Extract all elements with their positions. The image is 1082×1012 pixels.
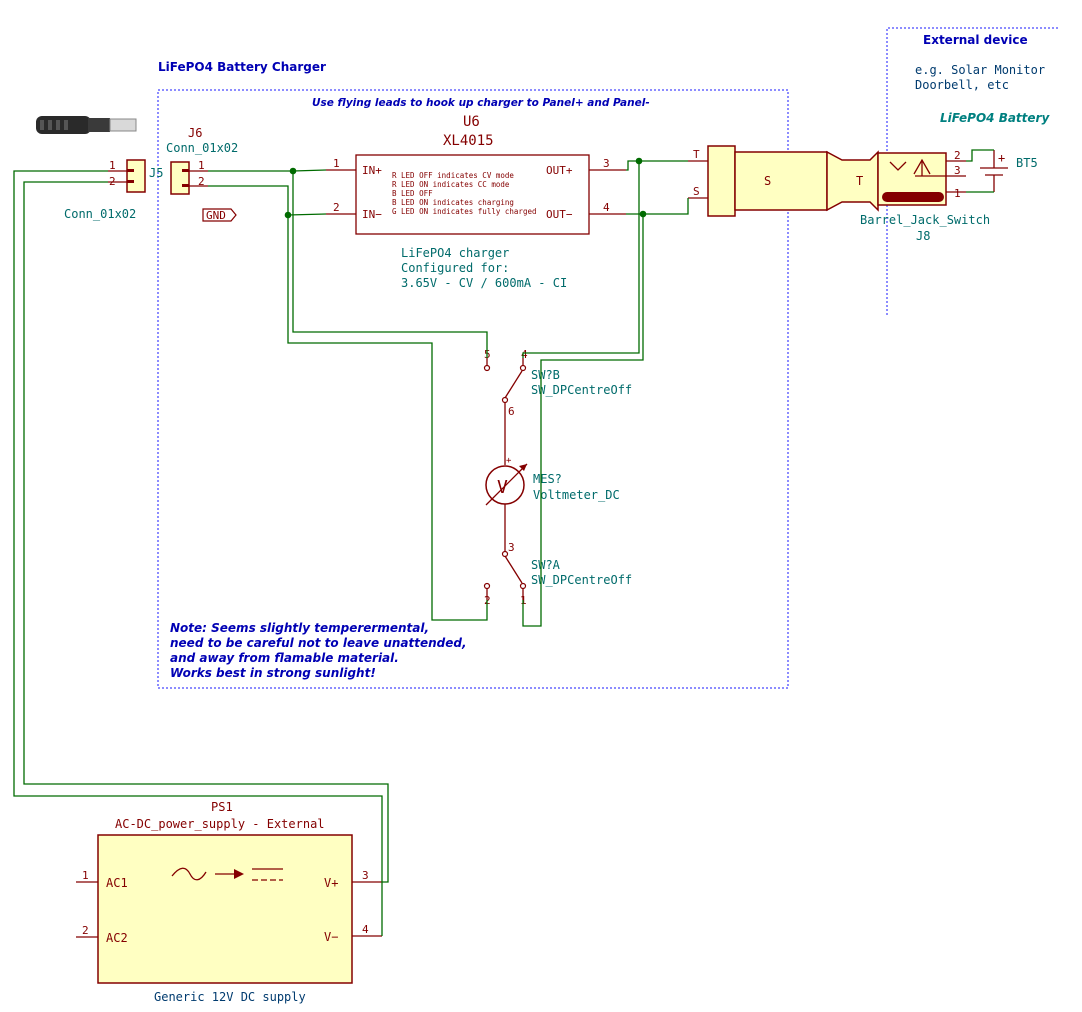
ps1-power-supply: 1 2 3 4 AC1 AC2 V+ V− PS1 AC-DC_power_su… bbox=[76, 800, 382, 1004]
swa-value: SW_DPCentreOff bbox=[531, 573, 632, 587]
battery-title: LiFePO4 Battery bbox=[940, 111, 1050, 125]
j6-value: Conn_01x02 bbox=[166, 141, 238, 155]
wire-out-plus-swb bbox=[522, 161, 640, 358]
j8-pin2: 2 bbox=[954, 149, 961, 162]
j8-pin1: 1 bbox=[954, 187, 961, 200]
ps1-ac2: AC2 bbox=[106, 931, 128, 945]
wire-out-plus-plug bbox=[626, 160, 688, 171]
wire-in-plus-swb bbox=[292, 171, 488, 358]
u6-desc1: LiFePO4 charger bbox=[401, 246, 509, 260]
external-device-desc1: e.g. Solar Monitor bbox=[915, 63, 1045, 77]
plug-s-pin: S bbox=[693, 185, 700, 198]
u6-desc2: Configured for: bbox=[401, 261, 509, 275]
wire-j8-bt5-plus bbox=[966, 149, 994, 162]
bt5-ref: BT5 bbox=[1016, 156, 1038, 170]
ps1-description: Generic 12V DC supply bbox=[154, 990, 306, 1004]
u6-out-minus: OUT− bbox=[546, 208, 573, 221]
ps1-vminus: V− bbox=[324, 930, 338, 944]
u6-led-note2: R LED ON indicates CC mode bbox=[392, 180, 510, 189]
u6-num2: 2 bbox=[333, 201, 340, 214]
swb-ref: SW?B bbox=[531, 368, 560, 382]
u6-desc3: 3.65V - CV / 600mA - CI bbox=[401, 276, 567, 290]
wire-in-minus-swa bbox=[287, 215, 488, 621]
u6-led-note3: B LED OFF bbox=[392, 189, 433, 198]
u6-led-note4: B LED ON indicates charging bbox=[392, 198, 514, 207]
switch-swb: 5 4 6 SW?B SW_DPCentreOff bbox=[483, 348, 632, 418]
wire-j6-in-minus bbox=[208, 185, 327, 216]
note-line3: and away from flamable material. bbox=[170, 651, 399, 665]
u6-num1: 1 bbox=[333, 157, 340, 170]
j6-connector: 1 2 J6 Conn_01x02 bbox=[166, 126, 238, 195]
u6-in-minus: IN− bbox=[362, 208, 382, 221]
external-device-title: External device bbox=[923, 33, 1028, 47]
wires bbox=[13, 157, 689, 936]
ps1-vplus: V+ bbox=[324, 876, 338, 890]
u6-xl4015: 1 2 3 4 IN+ IN− OUT+ OUT− R LED OFF indi… bbox=[326, 114, 626, 290]
ps1-num2: 2 bbox=[82, 924, 89, 937]
u6-num3: 3 bbox=[603, 157, 610, 170]
flying-leads-note: Use flying leads to hook up charger to P… bbox=[312, 97, 650, 109]
charger-block-border bbox=[157, 89, 789, 689]
u6-in-plus: IN+ bbox=[362, 164, 382, 177]
u6-out-plus: OUT+ bbox=[546, 164, 573, 177]
voltmeter-ref: MES? bbox=[533, 472, 562, 486]
ps1-num3: 3 bbox=[362, 869, 369, 882]
u6-led-note1: R LED OFF indicates CV mode bbox=[392, 171, 514, 180]
j8-barrel-jack: 2 3 1 Barrel_Jack_Switch J8 bbox=[860, 149, 990, 243]
j6-pin2: 2 bbox=[198, 175, 205, 188]
wire-ps1-vminus-j5 bbox=[13, 170, 383, 936]
external-device-desc2: Doorbell, etc bbox=[915, 78, 1009, 92]
j5-pin1: 1 bbox=[109, 159, 116, 172]
voltmeter-plus: + bbox=[506, 456, 512, 466]
u6-ref: U6 bbox=[463, 114, 480, 130]
charger-block-title: LiFePO4 Battery Charger bbox=[158, 60, 326, 74]
gnd-label: GND bbox=[202, 208, 237, 222]
ps1-ref: PS1 bbox=[211, 800, 233, 814]
j5-pin2: 2 bbox=[109, 175, 116, 188]
u6-num4: 4 bbox=[603, 201, 610, 214]
plug-t-pin: T bbox=[693, 148, 700, 161]
bt5-plus: + bbox=[998, 151, 1005, 165]
ps1-num4: 4 bbox=[362, 923, 369, 936]
swa-ref: SW?A bbox=[531, 558, 561, 572]
voltmeter-symbol: V bbox=[497, 477, 508, 498]
plug-tip-label: T bbox=[856, 174, 863, 188]
j5-value: Conn_01x02 bbox=[64, 207, 136, 221]
swb-pin6: 6 bbox=[508, 405, 515, 418]
j6-ref: J6 bbox=[188, 126, 202, 140]
voltmeter-value: Voltmeter_DC bbox=[533, 488, 620, 502]
u6-value: XL4015 bbox=[443, 133, 494, 149]
ps1-num1: 1 bbox=[82, 869, 89, 882]
switch-swa: 3 2 1 SW?A SW_DPCentreOff bbox=[483, 541, 632, 607]
swa-pin3: 3 bbox=[508, 541, 515, 554]
j5-ref: J5 bbox=[149, 166, 163, 180]
j8-pin3: 3 bbox=[954, 164, 961, 177]
note-line4: Works best in strong sunlight! bbox=[170, 666, 376, 680]
bt5-battery: + BT5 bbox=[980, 150, 1038, 192]
ps1-value: AC-DC_power_supply - External bbox=[115, 817, 325, 831]
swb-pin4: 4 bbox=[521, 348, 528, 361]
swb-value: SW_DPCentreOff bbox=[531, 383, 632, 397]
j5-connector: 1 2 J5 Conn_01x02 bbox=[64, 159, 163, 221]
u6-led-note5: G LED ON indicates fully charged bbox=[392, 207, 537, 216]
wire-out-minus-plug bbox=[626, 198, 689, 215]
note-line1: Note: Seems slightly temperermental, bbox=[170, 621, 429, 635]
wire-out-minus-swa bbox=[522, 214, 644, 627]
gnd-label-text: GND bbox=[206, 209, 226, 222]
ps1-ac1: AC1 bbox=[106, 876, 128, 890]
j8-value: Barrel_Jack_Switch bbox=[860, 213, 990, 227]
wire-ps1-vplus-j5 bbox=[23, 181, 389, 883]
plug-sleeve-label: S bbox=[764, 174, 771, 188]
j8-ref: J8 bbox=[916, 229, 930, 243]
barrel-plug: T S S T bbox=[688, 145, 879, 217]
note-line2: need to be careful not to leave unattend… bbox=[170, 636, 467, 650]
j6-pin1: 1 bbox=[198, 159, 205, 172]
voltmeter-mes: V + MES? Voltmeter_DC bbox=[485, 418, 620, 542]
dc-plug-photo bbox=[36, 116, 137, 134]
wire-j6-in-plus bbox=[208, 169, 327, 172]
